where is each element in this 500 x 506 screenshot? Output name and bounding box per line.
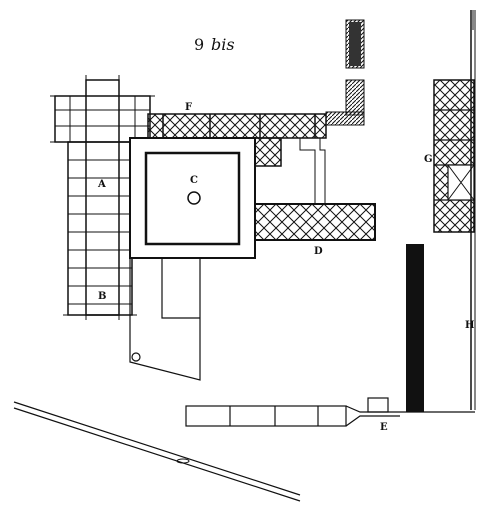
label-C: C: [190, 175, 198, 186]
wing-E: [185, 397, 475, 427]
figure-title: 9 bis: [194, 35, 235, 54]
label-B: B: [98, 291, 106, 302]
label-H: H: [465, 320, 474, 331]
title-suffix: bis: [211, 35, 235, 54]
lower-enclosure: [129, 258, 201, 381]
tower-block: [325, 19, 365, 126]
cloister-C: [129, 137, 256, 259]
wing-A-B: [50, 75, 155, 320]
wing-D: [254, 203, 376, 241]
label-E: E: [380, 422, 388, 433]
wing-F: [147, 113, 327, 167]
label-G: G: [424, 154, 433, 165]
label-F: F: [185, 102, 192, 113]
label-A: A: [97, 179, 106, 190]
wall-H: [470, 10, 476, 410]
well-icon: [187, 191, 201, 205]
passage: [254, 138, 326, 204]
title-number: 9: [194, 35, 204, 54]
label-D: D: [314, 246, 323, 257]
black-pier: [406, 244, 424, 412]
wing-G: [433, 79, 475, 233]
labels: A B C D E F G H: [97, 102, 474, 433]
road: [13, 401, 301, 502]
